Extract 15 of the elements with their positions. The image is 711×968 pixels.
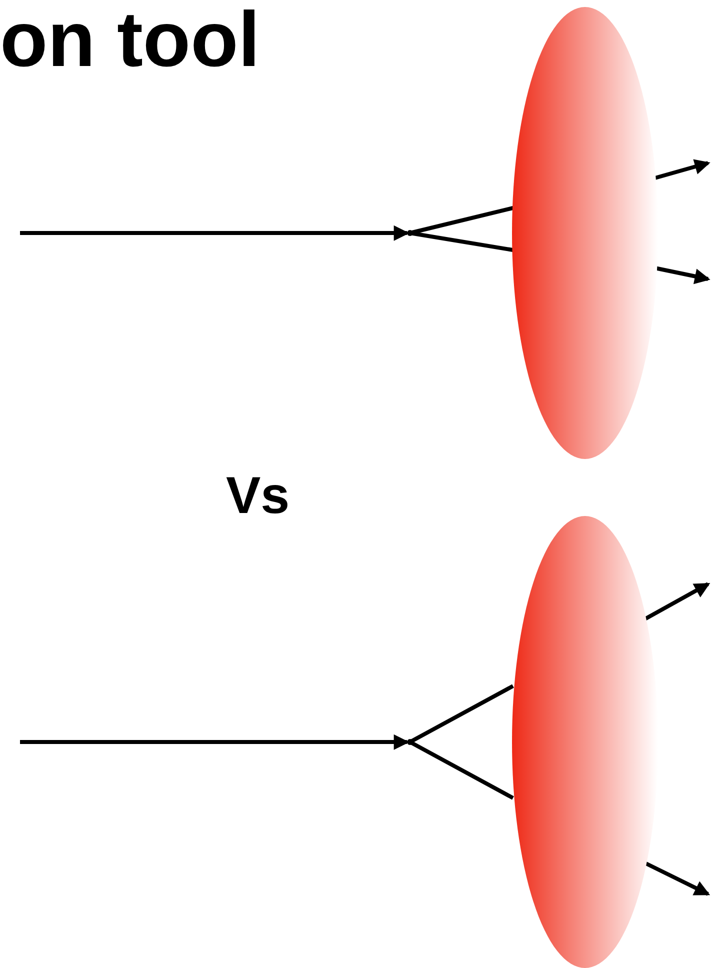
ray-line bbox=[409, 740, 514, 800]
ray-line bbox=[409, 684, 514, 744]
label-text: Vs bbox=[226, 470, 290, 522]
lens-shape bbox=[512, 7, 658, 459]
junction-point bbox=[407, 739, 413, 745]
ray-line bbox=[410, 206, 514, 235]
ray-arrow bbox=[20, 734, 410, 750]
junction-point bbox=[407, 230, 413, 236]
ray-arrow bbox=[644, 582, 710, 621]
title: on tool bbox=[0, 0, 260, 78]
ray-arrow bbox=[654, 266, 710, 284]
ray-line bbox=[410, 231, 514, 252]
ray-arrow bbox=[20, 225, 410, 241]
ray-arrow bbox=[654, 159, 710, 180]
ray-arrow bbox=[644, 861, 710, 896]
